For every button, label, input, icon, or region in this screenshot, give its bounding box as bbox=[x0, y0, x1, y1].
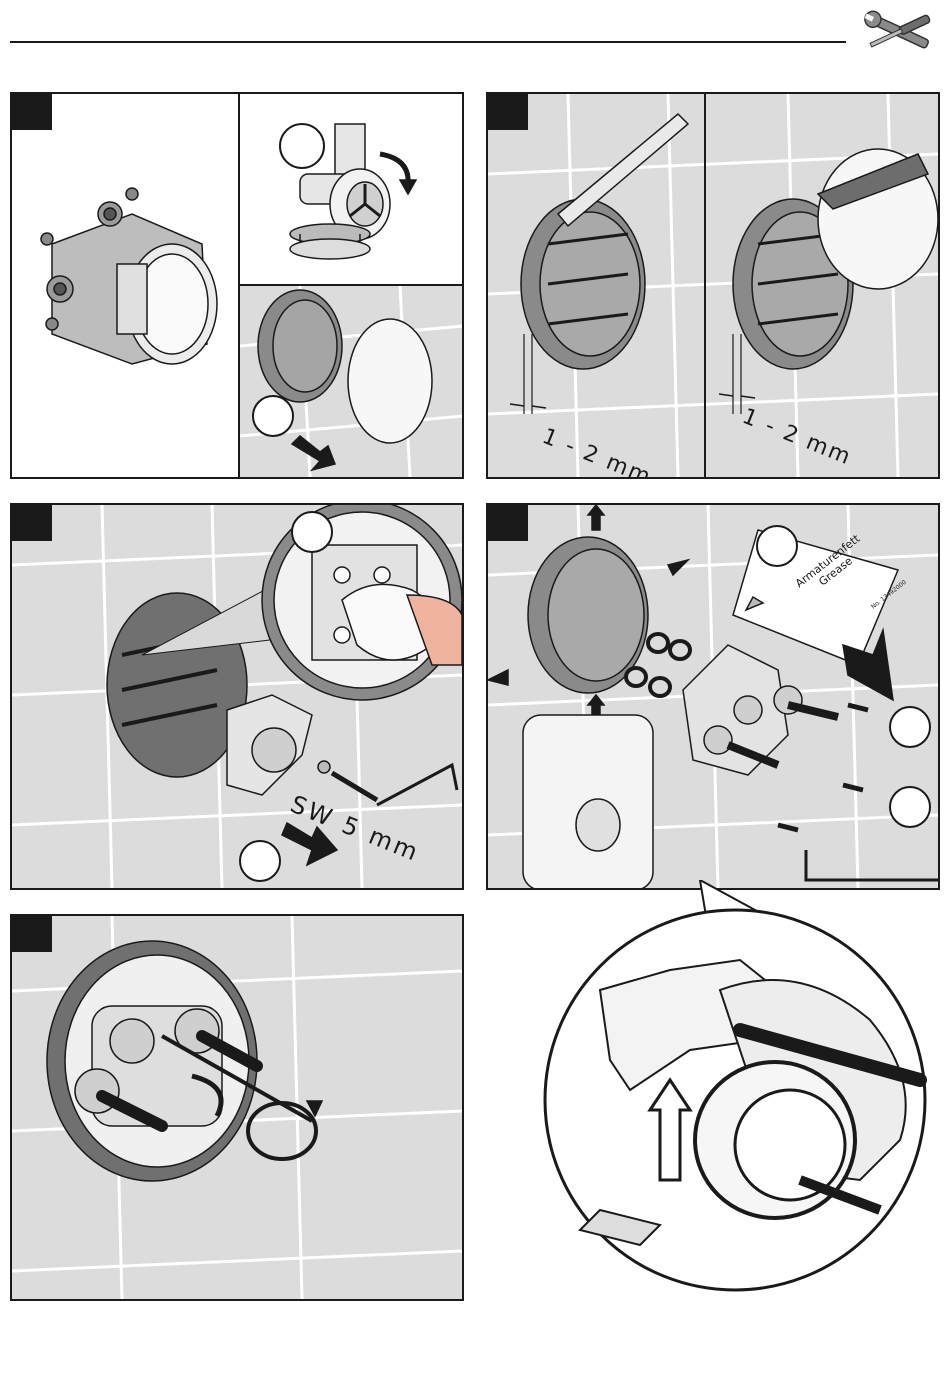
wrench-screwdriver-icon bbox=[860, 10, 938, 54]
step-number-box bbox=[12, 916, 52, 952]
cover-removal-illustration bbox=[240, 286, 464, 477]
header-rule bbox=[10, 41, 846, 43]
step-panel-5 bbox=[10, 914, 464, 1301]
valve-assembly-illustration bbox=[488, 505, 938, 888]
step-panel-4: Armaturenfett Grease No. 13492000 bbox=[486, 503, 940, 890]
detail-magnifier-illustration bbox=[540, 880, 950, 1300]
step-panel-1 bbox=[10, 92, 464, 479]
step-panel-3: SW 5 mm bbox=[10, 503, 464, 890]
rough-in-box-illustration bbox=[12, 94, 238, 477]
cartridge-rotation-illustration bbox=[12, 916, 462, 1299]
plaster-guard-gap-illustration bbox=[488, 94, 938, 477]
step-number-box bbox=[488, 94, 528, 130]
step-panel-2: 1 - 2 mm 1 - 2 mm bbox=[486, 92, 940, 479]
step-number-box bbox=[488, 505, 528, 541]
step-number-box bbox=[12, 94, 52, 130]
step-number-box bbox=[12, 505, 52, 541]
valve-knob-illustration bbox=[240, 94, 464, 284]
